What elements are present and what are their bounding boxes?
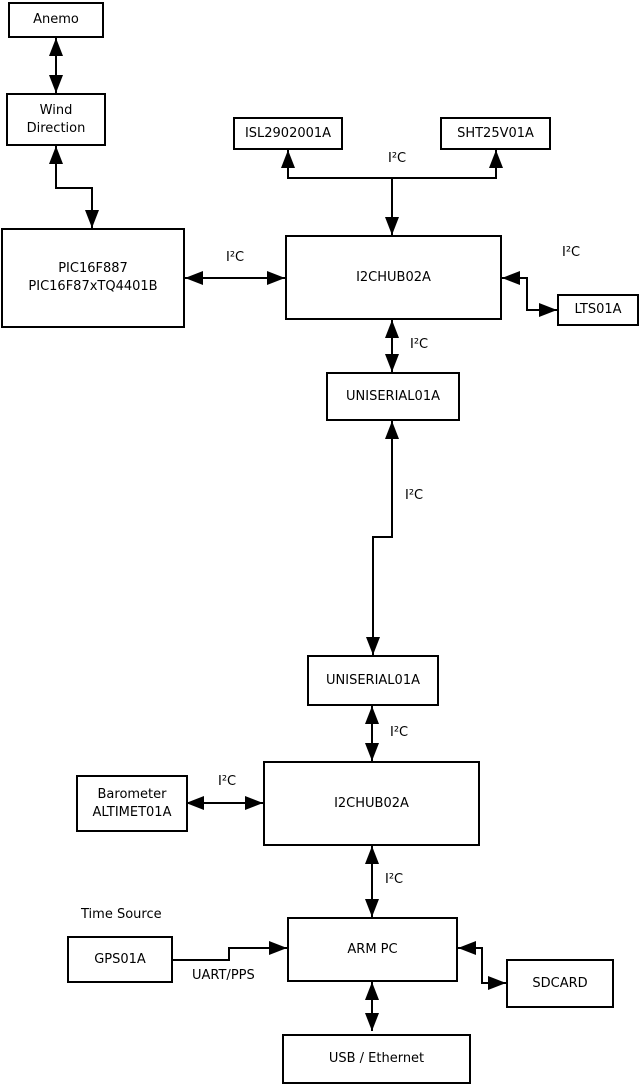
arrowhead <box>385 354 399 372</box>
edge-label-i2c-hub2-armpc: I²C <box>385 872 404 887</box>
arrowhead <box>49 75 63 93</box>
node-lts01a: LTS01A <box>557 294 639 326</box>
edge-label-i2c-lts: I²C <box>562 245 581 260</box>
node-barometer-altimet01a: Barometer ALTIMET01A <box>76 775 188 832</box>
edge-label-i2c-uniserial-link: I²C <box>405 488 424 503</box>
arrowhead <box>365 846 379 864</box>
arrowhead <box>385 320 399 338</box>
edge-label-i2c-sensor-bus: I²C <box>388 151 407 166</box>
edge-label-uart-pps: UART/PPS <box>192 968 255 983</box>
arrowhead <box>85 210 99 228</box>
node-sht25v01a: SHT25V01A <box>440 117 551 150</box>
edge-label-i2c-hub-uniserial: I²C <box>410 337 429 352</box>
arrowhead <box>365 706 379 724</box>
node-uniserial01a-bottom: UNISERIAL01A <box>307 655 439 706</box>
arrowhead <box>489 150 503 168</box>
edge-label-i2c-barometer: I²C <box>218 774 237 789</box>
arrowhead <box>186 796 204 810</box>
edge-label-time-source: Time Source <box>81 907 162 922</box>
arrowhead <box>267 271 285 285</box>
node-anemo: Anemo <box>8 2 104 38</box>
arrowhead <box>269 941 287 955</box>
edge-uniserial1-uniserial2 <box>372 421 393 655</box>
node-pic16f887: PIC16F887 PIC16F87xTQ4401B <box>1 228 185 328</box>
arrowhead <box>385 217 399 235</box>
arrowhead <box>185 271 203 285</box>
node-isl2902001a: ISL2902001A <box>233 117 343 150</box>
arrowhead <box>385 421 399 439</box>
arrowhead <box>281 150 295 168</box>
arrowhead <box>365 899 379 917</box>
node-gps01a: GPS01A <box>67 936 173 983</box>
node-i2chub02a-bottom: I2CHUB02A <box>263 761 480 846</box>
edge-hub1-lts <box>502 277 557 311</box>
arrowhead <box>539 303 557 317</box>
arrowhead <box>365 743 379 761</box>
arrowhead <box>245 796 263 810</box>
node-i2chub02a-top: I2CHUB02A <box>285 235 502 320</box>
arrowhead <box>49 146 63 164</box>
node-uniserial01a-top: UNISERIAL01A <box>326 372 460 421</box>
arrowhead <box>502 271 520 285</box>
edge-gps-armpc <box>173 947 287 961</box>
arrowhead <box>458 941 476 955</box>
arrowhead <box>488 976 506 990</box>
edge-label-i2c-pic-hub: I²C <box>226 250 245 265</box>
node-usb-ethernet: USB / Ethernet <box>282 1034 471 1084</box>
edge-label-i2c-uniserial-hub2: I²C <box>390 725 409 740</box>
node-sdcard: SDCARD <box>506 959 614 1008</box>
node-wind-direction: Wind Direction <box>6 93 106 146</box>
edge-armpc-sdcard <box>458 947 506 984</box>
arrowhead <box>366 637 380 655</box>
edge-wind-pic <box>55 146 93 228</box>
arrowhead <box>49 38 63 56</box>
arrowhead <box>365 1013 379 1031</box>
arrowhead <box>365 982 379 1000</box>
node-arm-pc: ARM PC <box>287 917 458 982</box>
